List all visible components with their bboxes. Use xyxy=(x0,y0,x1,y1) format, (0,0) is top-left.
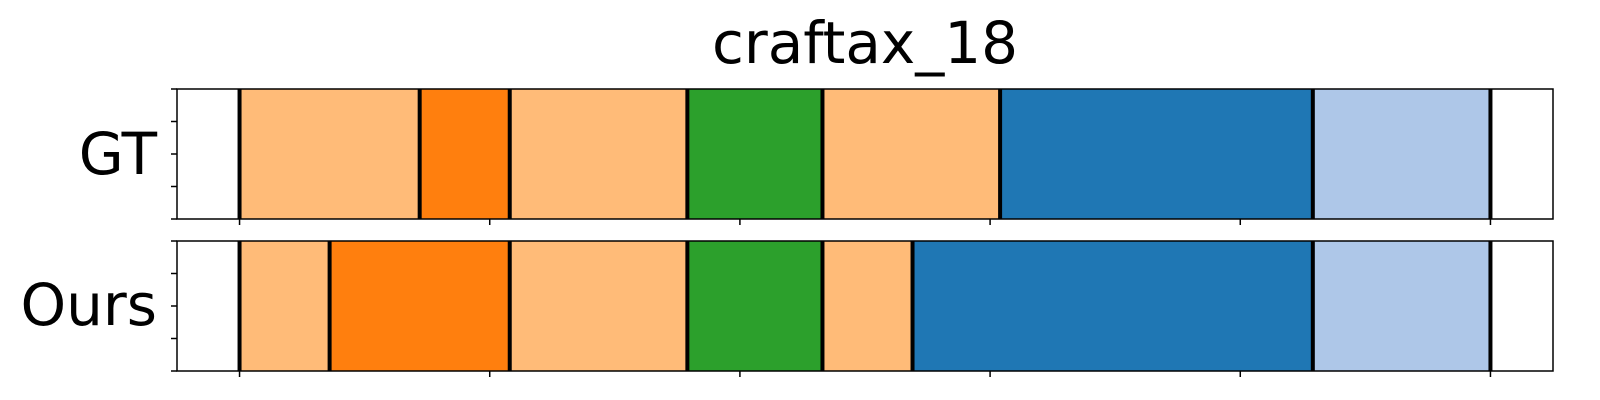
segment-bar xyxy=(419,89,510,219)
row-1: GT xyxy=(79,88,1554,225)
segment-bar xyxy=(687,89,823,219)
segment-bar xyxy=(509,241,688,371)
segment-bar xyxy=(509,89,688,219)
segment-bar xyxy=(239,241,330,371)
segment-bar xyxy=(822,89,1001,219)
row-2: Ours xyxy=(21,240,1554,377)
segment-bar xyxy=(1312,89,1491,219)
row-label: Ours xyxy=(21,271,157,339)
segment-bar xyxy=(1312,241,1491,371)
segment-bar xyxy=(912,241,1313,371)
segment-bar xyxy=(822,241,913,371)
segment-bar xyxy=(239,89,420,219)
segment-bar xyxy=(1000,89,1313,219)
segment-bar xyxy=(687,241,823,371)
segment-bar xyxy=(329,241,510,371)
chart-title: craftax_18 xyxy=(712,9,1018,77)
rows-layer: GT Ours xyxy=(21,88,1554,377)
row-label: GT xyxy=(79,120,158,188)
